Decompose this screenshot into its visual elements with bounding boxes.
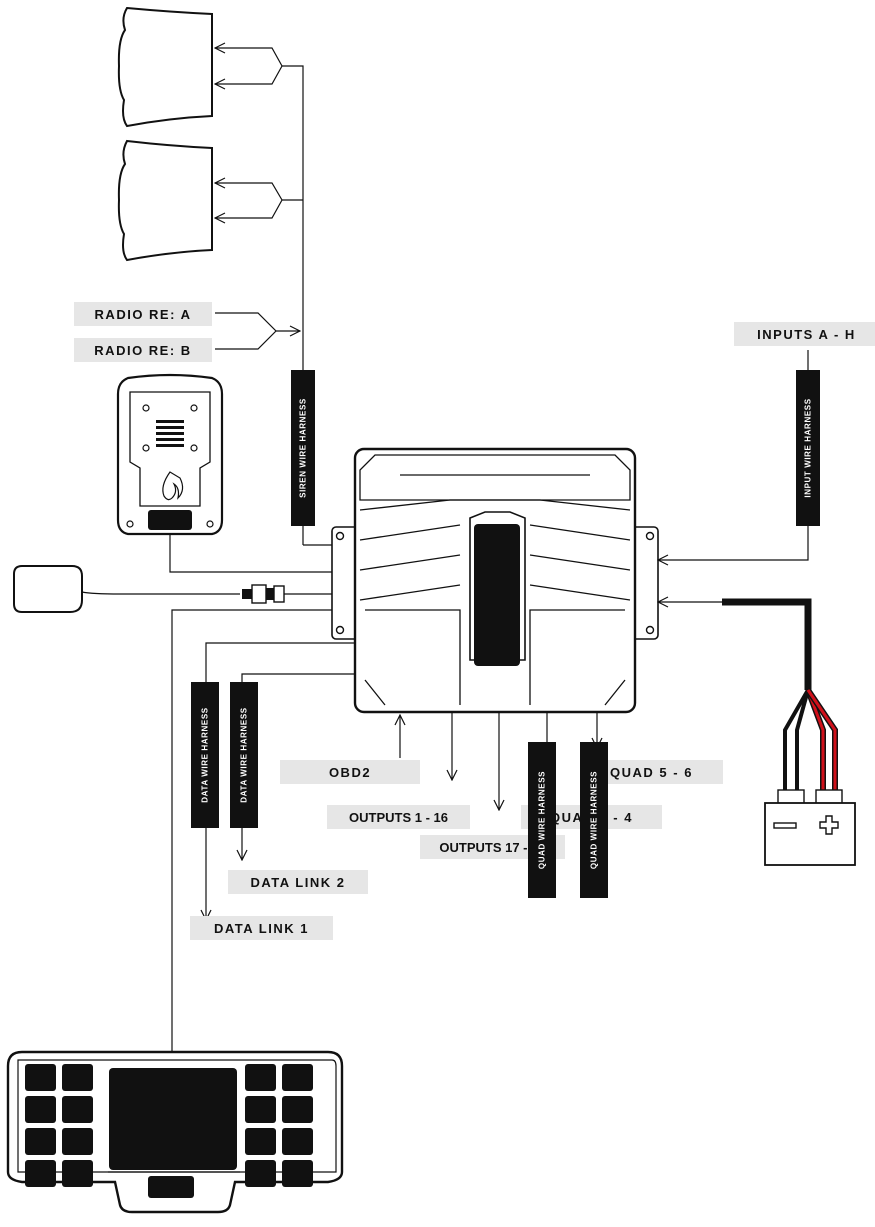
quad-harness-1-text: QUAD WIRE HARNESS (537, 770, 547, 870)
siren-harness-text: SIREN WIRE HARNESS (298, 398, 308, 498)
keypad-controller-icon (6, 1050, 344, 1214)
speaker-1-icon (117, 6, 213, 128)
siren-wiring (215, 48, 350, 545)
battery-wiring (658, 602, 838, 790)
quad-harness-1-tag: QUAD WIRE HARNESS (528, 742, 556, 898)
input-wiring (658, 350, 809, 560)
quad-harness-2-tag: QUAD WIRE HARNESS (580, 742, 608, 898)
data-harness-1-text: DATA WIRE HARNESS (200, 707, 210, 803)
quad-harness-2-text: QUAD WIRE HARNESS (589, 770, 599, 870)
speaker-2-icon (117, 139, 213, 262)
data-harness-2-tag: DATA WIRE HARNESS (230, 682, 258, 828)
data-link-1-label: DATA LINK 1 (190, 916, 333, 940)
remote-cable (169, 534, 350, 572)
battery-icon (764, 789, 856, 866)
inputs-label: INPUTS A - H (734, 322, 875, 346)
data-harness-2-text: DATA WIRE HARNESS (239, 707, 249, 803)
remote-module-icon (116, 373, 224, 536)
output-wiring (400, 712, 597, 818)
siren-harness-tag: SIREN WIRE HARNESS (291, 370, 315, 526)
radio-a-label: RADIO RE: A (74, 302, 212, 326)
gps-antenna-icon (13, 565, 350, 613)
data-link-2-label: DATA LINK 2 (228, 870, 368, 894)
input-harness-text: INPUT WIRE HARNESS (803, 398, 813, 498)
data-harness-1-tag: DATA WIRE HARNESS (191, 682, 219, 828)
radio-b-label: RADIO RE: B (74, 338, 212, 362)
obd2-label: OBD2 (280, 760, 420, 784)
input-harness-tag: INPUT WIRE HARNESS (796, 370, 820, 526)
outputs-1-16-label: OUTPUTS 1 - 16 (327, 805, 470, 829)
control-unit-icon (331, 447, 659, 714)
keypad-cable (171, 610, 350, 1055)
